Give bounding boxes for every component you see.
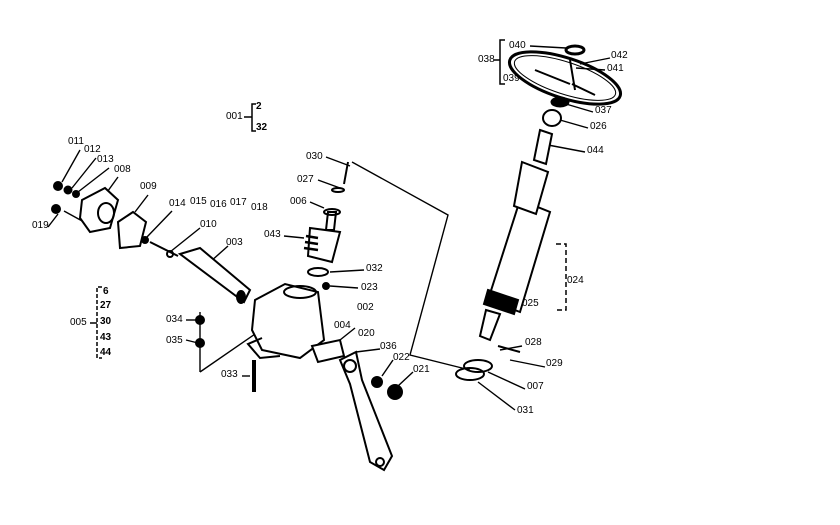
group-001-item: 2: [256, 101, 262, 112]
label-034: 034: [166, 314, 183, 325]
label-017: 017: [230, 197, 247, 208]
gasket-009: [116, 210, 149, 250]
group-001-item: 32: [256, 122, 268, 133]
group-005-item: 27: [100, 300, 112, 311]
sector-shaft-006: [303, 161, 349, 290]
label-009: 009: [140, 181, 157, 192]
label-014: 014: [169, 198, 186, 209]
label-006: 006: [290, 196, 307, 207]
label-040: 040: [509, 40, 526, 51]
group-005-item: 44: [100, 347, 112, 358]
braces: [90, 39, 567, 359]
label-026: 026: [590, 121, 607, 132]
gear-housing-002: [195, 282, 326, 392]
label-044: 044: [587, 145, 604, 156]
label-039: 039: [503, 73, 520, 84]
label-012: 012: [84, 144, 101, 155]
label-038: 038: [478, 54, 495, 65]
label-024: 024: [567, 275, 584, 286]
label-019: 019: [32, 220, 49, 231]
label-004: 004: [334, 320, 351, 331]
label-013: 013: [97, 154, 114, 165]
label-008: 008: [114, 164, 131, 175]
cover-plate-008: [51, 181, 120, 234]
steering-column-024: [455, 109, 562, 381]
label-027: 027: [297, 174, 314, 185]
group-005-item: 43: [100, 332, 112, 343]
label-016: 016: [210, 199, 227, 210]
label-025: 025: [522, 298, 539, 309]
label-041: 041: [607, 63, 624, 74]
steering-wheel-039: [507, 44, 623, 108]
worm-shaft-003: [149, 241, 252, 304]
label-030: 030: [306, 151, 323, 162]
label-031: 031: [517, 405, 534, 416]
label-015: 015: [190, 196, 207, 207]
label-042: 042: [611, 50, 628, 61]
label-043: 043: [264, 229, 281, 240]
label-036: 036: [380, 341, 397, 352]
label-003: 003: [226, 237, 243, 248]
label-029: 029: [546, 358, 563, 369]
label-005: 005: [70, 317, 87, 328]
label-010: 010: [200, 219, 217, 230]
group-005-item: 30: [100, 316, 112, 327]
label-032: 032: [366, 263, 383, 274]
label-021: 021: [413, 364, 430, 375]
label-023: 023: [361, 282, 378, 293]
pitman-arm-020: [310, 338, 403, 472]
label-033: 033: [221, 369, 238, 380]
label-022: 022: [393, 352, 410, 363]
label-020: 020: [358, 328, 375, 339]
label-018: 018: [251, 202, 268, 213]
label-001: 001: [226, 111, 243, 122]
label-037: 037: [595, 105, 612, 116]
label-011: 011: [68, 136, 84, 147]
label-028: 028: [525, 337, 542, 348]
label-007: 007: [527, 381, 544, 392]
label-035: 035: [166, 335, 183, 346]
group-005-item: 6: [103, 286, 109, 297]
label-002: 002: [357, 302, 374, 313]
